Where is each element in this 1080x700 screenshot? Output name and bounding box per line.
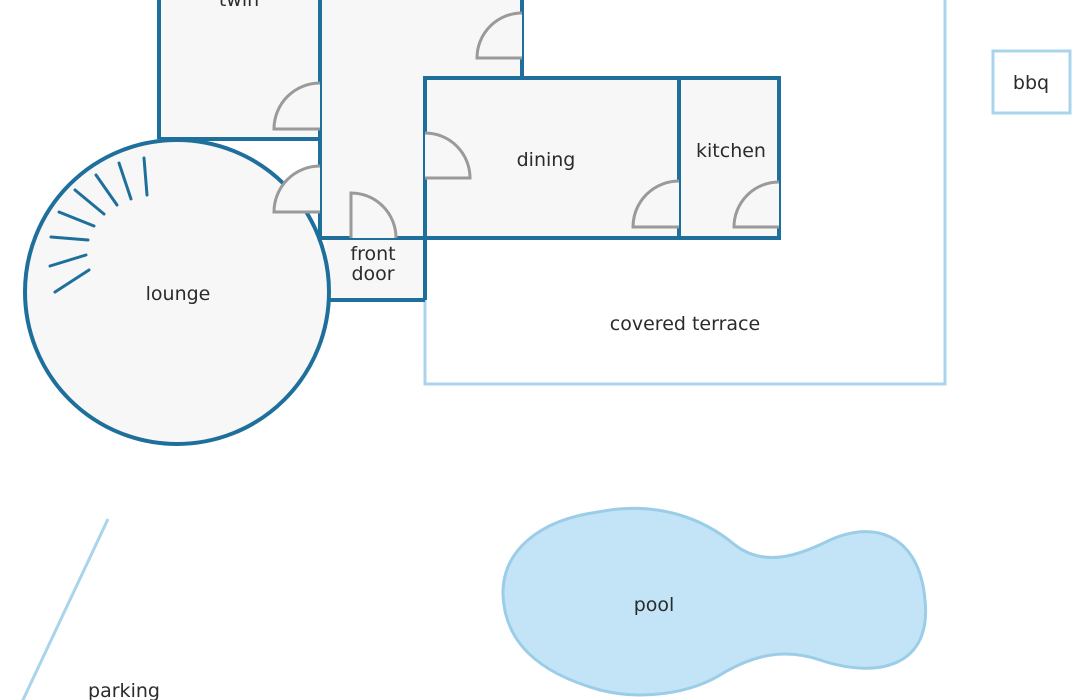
spiral-stairs-icon bbox=[48, 156, 149, 294]
front-door-area bbox=[327, 238, 425, 300]
door-icon bbox=[349, 191, 398, 239]
label-front-door-line1: front bbox=[350, 243, 395, 265]
label-front-door-line2: door bbox=[351, 263, 394, 285]
label-dining: dining bbox=[517, 149, 576, 171]
doors bbox=[272, 11, 780, 239]
bbq-outline bbox=[991, 49, 1072, 115]
label-twin: twin bbox=[219, 0, 259, 11]
door-icon bbox=[631, 179, 680, 229]
parking-boundary-line bbox=[21, 518, 110, 700]
pool-shape bbox=[501, 506, 928, 697]
door-icon bbox=[475, 11, 523, 60]
door-icon bbox=[272, 81, 321, 131]
label-kitchen: kitchen bbox=[696, 140, 766, 162]
label-bbq: bbq bbox=[1013, 72, 1049, 94]
label-pool: pool bbox=[634, 594, 675, 616]
label-covered-terrace: covered terrace bbox=[610, 313, 760, 335]
label-parking: parking bbox=[88, 680, 160, 700]
door-icon bbox=[272, 164, 321, 214]
label-lounge: lounge bbox=[146, 283, 211, 305]
door-icon bbox=[732, 180, 780, 229]
door-icon bbox=[424, 131, 472, 180]
